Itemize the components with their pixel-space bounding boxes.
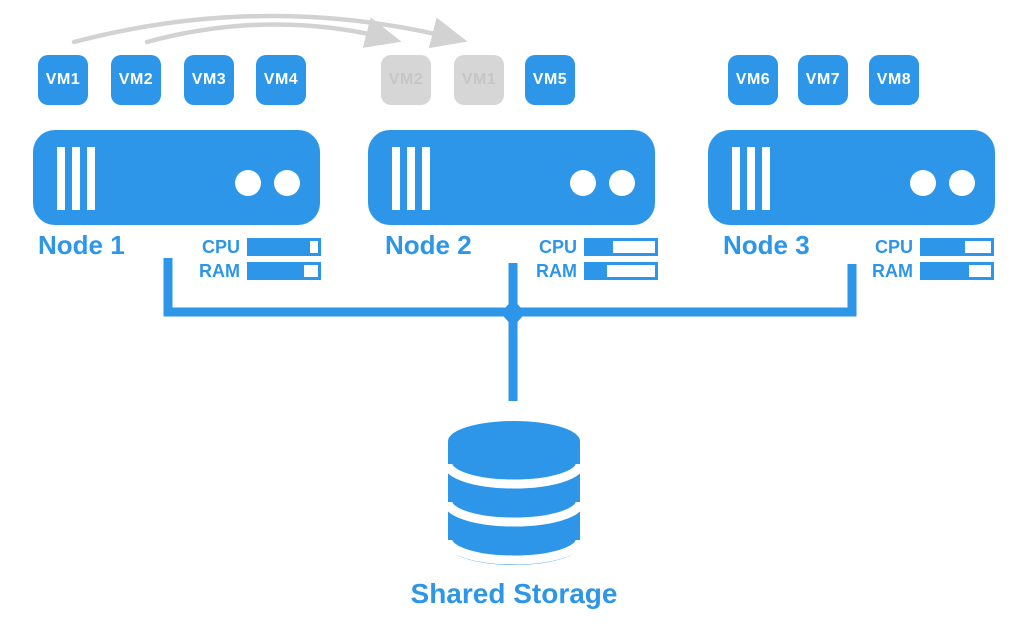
server-slot-icon (762, 147, 770, 210)
vm-box-node2-vm2-ghost: VM2 (381, 55, 431, 105)
vm-box-node3-vm6: VM6 (728, 55, 778, 105)
vm-label: VM4 (263, 71, 299, 88)
vm-label: VM3 (191, 71, 227, 88)
vm-label: VM2 (388, 71, 424, 88)
vm-label: VM7 (805, 71, 841, 88)
node1-cpu-meter: CPU (185, 238, 321, 256)
node1-ram-meter: RAM (185, 262, 321, 280)
server-led-icon (570, 170, 596, 196)
vm-label: VM1 (461, 71, 497, 88)
server-led-icon (910, 170, 936, 196)
vm-box-node2-vm5: VM5 (525, 55, 575, 105)
cpu-label: CPU (201, 237, 240, 257)
server-slot-icon (732, 147, 740, 210)
node2-ram-meter: RAM (522, 262, 658, 280)
server-slot-icon (72, 147, 80, 210)
cpu-meter-track (247, 238, 321, 256)
cpu-meter-track (920, 238, 994, 256)
node1-rack-server-icon (33, 130, 320, 225)
cpu-label: CPU (874, 237, 913, 257)
cpu-meter-fill (587, 241, 613, 253)
ram-meter-fill (587, 265, 608, 277)
cpu-meter-fill (923, 241, 966, 253)
cpu-label: CPU (538, 237, 577, 257)
ram-label: RAM (872, 261, 913, 281)
node2-label: Node 2 (385, 230, 472, 260)
node3-label: Node 3 (723, 230, 810, 260)
server-led-icon (235, 170, 261, 196)
vm-label: VM6 (735, 71, 771, 88)
vm-box-node3-vm7: VM7 (798, 55, 848, 105)
server-led-icon (274, 170, 300, 196)
server-slot-icon (392, 147, 400, 210)
node1-label: Node 1 (38, 230, 125, 260)
connector-junction-diamond (500, 299, 526, 327)
vm-box-node1-vm3: VM3 (184, 55, 234, 105)
vm-box-node1-vm2: VM2 (111, 55, 161, 105)
server-slot-icon (57, 147, 65, 210)
vm-box-node1-vm4: VM4 (256, 55, 306, 105)
database-cylinder-icon (443, 421, 585, 565)
node2-cpu-meter: CPU (522, 238, 658, 256)
vm-box-node1-vm1: VM1 (38, 55, 88, 105)
server-led-icon (949, 170, 975, 196)
vm-box-node3-vm8: VM8 (869, 55, 919, 105)
server-slot-icon (747, 147, 755, 210)
cpu-meter-fill (250, 241, 310, 253)
ram-meter-track (247, 262, 321, 280)
server-led-icon (609, 170, 635, 196)
ram-meter-fill (250, 265, 305, 277)
node3-cpu-meter: CPU (858, 238, 994, 256)
node3-rack-server-icon (708, 130, 995, 225)
migration-arrow-vm1-icon (71, 13, 468, 49)
ram-label: RAM (199, 261, 240, 281)
cpu-meter-track (584, 238, 658, 256)
migration-arrow-vm2-icon (144, 17, 402, 48)
ram-meter-track (584, 262, 658, 280)
vm-box-node2-vm1-ghost: VM1 (454, 55, 504, 105)
server-slot-icon (407, 147, 415, 210)
ram-meter-fill (923, 265, 970, 277)
vm-label: VM1 (45, 71, 81, 88)
ram-meter-track (920, 262, 994, 280)
vm-label: VM2 (118, 71, 154, 88)
ram-label: RAM (536, 261, 577, 281)
vm-label: VM5 (532, 71, 568, 88)
server-slot-icon (422, 147, 430, 210)
shared-storage-label: Shared Storage (410, 578, 618, 609)
vm-label: VM8 (876, 71, 912, 88)
node3-ram-meter: RAM (858, 262, 994, 280)
node2-rack-server-icon (368, 130, 655, 225)
server-slot-icon (87, 147, 95, 210)
